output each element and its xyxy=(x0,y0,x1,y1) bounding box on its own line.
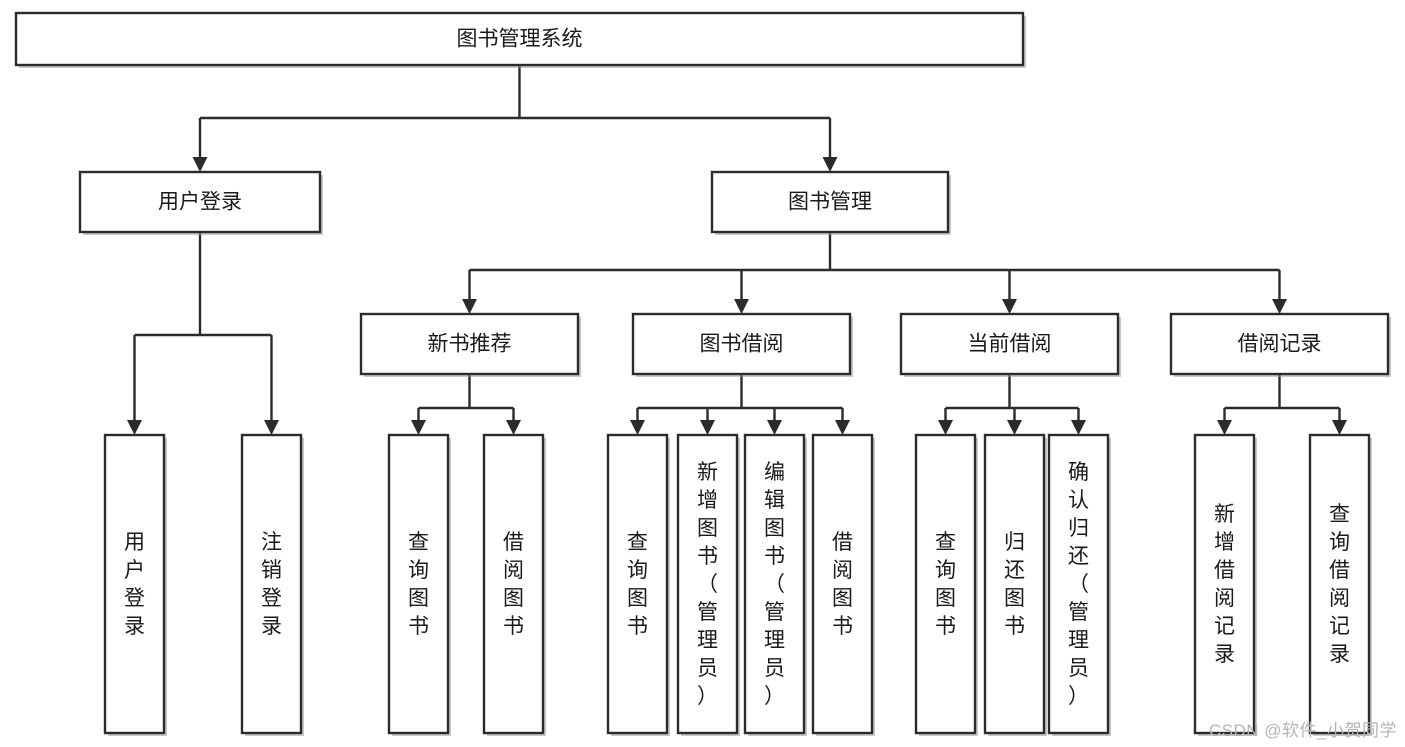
connector-layer xyxy=(127,65,1347,435)
node-leaf-user-login[interactable]: 用户登录 xyxy=(103,433,167,736)
node-leaf-borrow-book-1[interactable]: 借阅图书 xyxy=(482,433,546,736)
arrow-head-icon xyxy=(264,420,279,435)
node-label: 归还图书 xyxy=(1004,531,1025,638)
arrow-head-icon xyxy=(700,420,715,435)
arrow-head-icon xyxy=(767,420,782,435)
node-label: 新增图书（管理员） xyxy=(697,461,718,708)
node-leaf-query-record[interactable]: 查询借阅记录 xyxy=(1308,433,1372,736)
node-leaf-confirm-return[interactable]: 确认归还（管理员） xyxy=(1047,433,1111,736)
arrow-head-icon xyxy=(192,157,208,172)
node-box xyxy=(387,433,450,735)
node-leaf-query-book-3[interactable]: 查询图书 xyxy=(914,433,978,736)
node-current-borrow[interactable]: 当前借阅 xyxy=(899,312,1121,377)
node-leaf-user-logout[interactable]: 注销登录 xyxy=(240,433,304,736)
arrow-head-icon xyxy=(1217,420,1232,435)
node-new-book-recommend[interactable]: 新书推荐 xyxy=(359,312,581,377)
node-user-login[interactable]: 用户登录 xyxy=(78,170,323,235)
node-label: 用户登录 xyxy=(158,191,242,214)
node-box xyxy=(1193,433,1256,735)
node-box xyxy=(482,433,545,735)
node-box xyxy=(78,170,322,234)
arrow-head-icon xyxy=(411,420,426,435)
node-label: 当前借阅 xyxy=(968,333,1052,356)
node-label: 查询图书 xyxy=(408,531,429,638)
node-label: 新书推荐 xyxy=(428,333,512,356)
node-box xyxy=(103,433,166,735)
node-box xyxy=(1308,433,1371,735)
node-label: 查询图书 xyxy=(935,531,956,638)
node-box xyxy=(631,312,852,376)
node-root-system[interactable]: 图书管理系统 xyxy=(14,11,1026,68)
arrow-head-icon xyxy=(630,420,645,435)
arrow-head-icon xyxy=(1332,420,1347,435)
node-borrow-record[interactable]: 借阅记录 xyxy=(1169,312,1391,377)
node-box xyxy=(240,433,303,735)
arrow-head-icon xyxy=(462,299,477,314)
node-box xyxy=(606,433,669,735)
node-layer: 图书管理系统用户登录图书管理新书推荐图书借阅当前借阅借阅记录用户登录注销登录查询… xyxy=(14,11,1391,736)
node-box xyxy=(1047,433,1110,735)
arrow-head-icon xyxy=(127,420,142,435)
node-label: 图书借阅 xyxy=(700,333,784,356)
node-book-manage[interactable]: 图书管理 xyxy=(710,170,951,235)
node-label: 编辑图书（管理员） xyxy=(764,461,785,708)
arrow-head-icon xyxy=(938,420,953,435)
node-box xyxy=(899,312,1120,376)
watermark-csdn: CSDN @软件_小贺同学 xyxy=(1208,721,1397,740)
node-box xyxy=(676,433,739,735)
node-leaf-query-book-1[interactable]: 查询图书 xyxy=(387,433,451,736)
node-label: 用户登录 xyxy=(124,531,145,638)
node-leaf-return-book[interactable]: 归还图书 xyxy=(983,433,1047,736)
node-box xyxy=(14,11,1025,67)
arrow-head-icon xyxy=(1002,299,1017,314)
node-label: 借阅记录 xyxy=(1238,333,1322,356)
node-box xyxy=(914,433,977,735)
node-label: 图书管理 xyxy=(788,191,872,214)
node-label: 确认归还（管理员） xyxy=(1068,461,1089,708)
node-leaf-borrow-book-2[interactable]: 借阅图书 xyxy=(811,433,875,736)
arrow-head-icon xyxy=(1007,420,1022,435)
node-book-borrow[interactable]: 图书借阅 xyxy=(631,312,853,377)
node-label: 图书管理系统 xyxy=(457,28,583,51)
node-label: 查询图书 xyxy=(627,531,648,638)
node-leaf-edit-book[interactable]: 编辑图书（管理员） xyxy=(743,433,807,736)
node-label: 注销登录 xyxy=(261,531,282,638)
node-label: 查询借阅记录 xyxy=(1329,503,1350,666)
arrow-head-icon xyxy=(1071,420,1086,435)
node-box xyxy=(359,312,580,376)
arrow-head-icon xyxy=(1272,299,1287,314)
node-box xyxy=(811,433,874,735)
node-label: 借阅图书 xyxy=(832,531,853,638)
arrow-head-icon xyxy=(734,299,749,314)
node-leaf-add-record[interactable]: 新增借阅记录 xyxy=(1193,433,1257,736)
node-leaf-query-book-2[interactable]: 查询图书 xyxy=(606,433,670,736)
node-box xyxy=(710,170,950,234)
node-label: 借阅图书 xyxy=(503,531,524,638)
node-leaf-add-book[interactable]: 新增图书（管理员） xyxy=(676,433,740,736)
node-box xyxy=(983,433,1046,735)
node-box xyxy=(743,433,806,735)
arrow-head-icon xyxy=(822,157,838,172)
arrow-head-icon xyxy=(506,420,521,435)
arrow-head-icon xyxy=(835,420,850,435)
node-label: 新增借阅记录 xyxy=(1214,503,1235,666)
node-box xyxy=(1169,312,1390,376)
